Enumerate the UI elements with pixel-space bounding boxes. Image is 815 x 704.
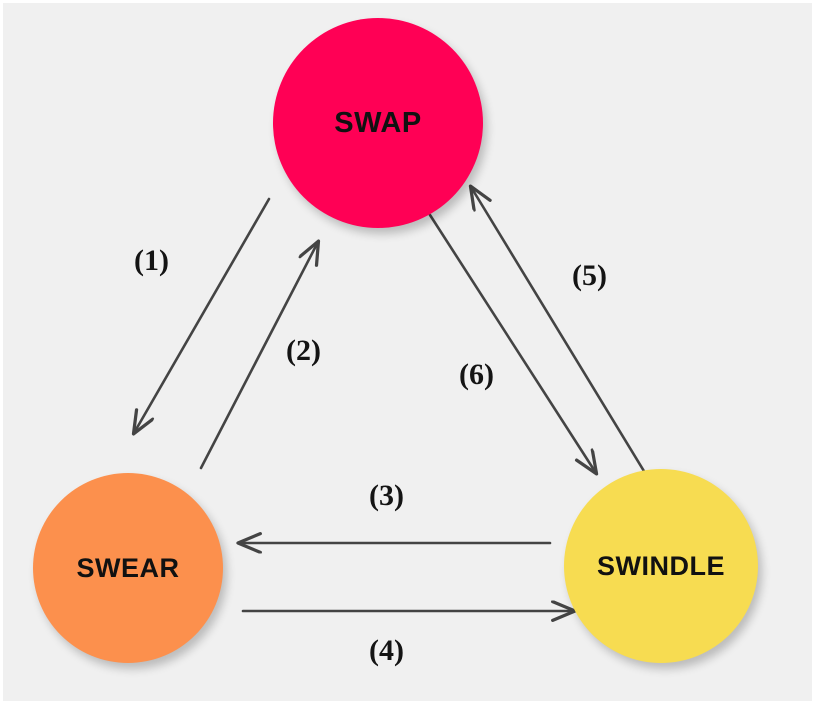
edge-line-e2	[199, 242, 318, 470]
node-swap[interactable]: SWAP	[273, 18, 483, 228]
node-swindle-label: SWINDLE	[597, 550, 725, 581]
node-swap-label: SWAP	[334, 106, 422, 139]
edge-label-e6: (6)	[459, 358, 494, 391]
node-swindle[interactable]: SWINDLE	[564, 469, 758, 663]
node-swear[interactable]: SWEAR	[33, 473, 223, 663]
edge-line-e6	[428, 213, 596, 473]
edge-line-e5	[471, 187, 666, 506]
edge-line-e1	[134, 197, 271, 433]
edge-label-e5: (5)	[572, 259, 607, 292]
edge-label-e2: (2)	[286, 334, 321, 367]
edge-lines	[134, 187, 666, 611]
node-swear-label: SWEAR	[76, 552, 180, 583]
edge-label-e1: (1)	[134, 244, 169, 277]
edge-label-e4: (4)	[369, 634, 404, 667]
edges-layer	[3, 3, 666, 704]
edge-label-e3: (3)	[369, 479, 404, 512]
